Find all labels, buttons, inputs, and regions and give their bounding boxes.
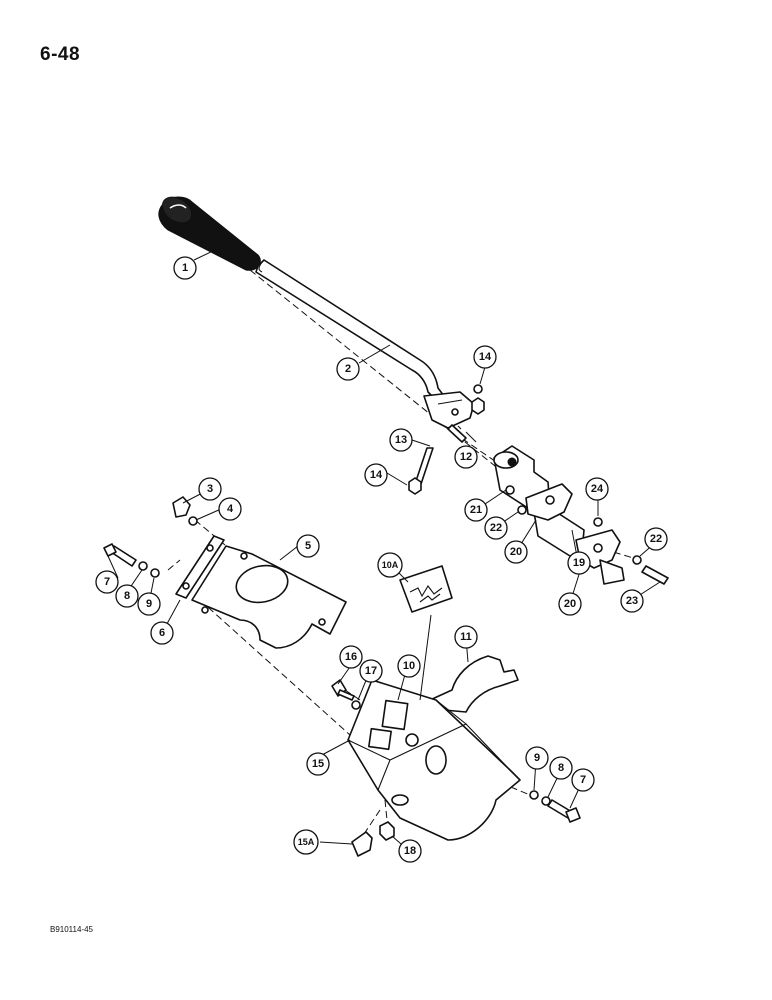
svg-text:21: 21 — [470, 504, 482, 516]
callout-15: 15 — [306, 752, 330, 776]
callout-21: 21 — [464, 498, 488, 522]
shift-lever — [255, 259, 475, 429]
svg-text:9: 9 — [534, 752, 540, 764]
svg-text:2: 2 — [345, 363, 351, 375]
svg-text:23: 23 — [626, 595, 638, 607]
callout-5: 5 — [296, 534, 320, 558]
svg-text:10: 10 — [403, 660, 415, 672]
callout-11: 11 — [454, 625, 478, 649]
callout-10: 10 — [397, 654, 421, 678]
svg-text:13: 13 — [395, 434, 407, 446]
svg-text:22: 22 — [490, 522, 502, 534]
callout-23: 23 — [620, 589, 644, 613]
callout-15a: 15A — [293, 829, 319, 855]
pivot-assembly — [493, 445, 669, 585]
svg-text:8: 8 — [124, 590, 130, 602]
callout-22-right: 22 — [644, 527, 668, 551]
svg-text:1: 1 — [182, 262, 188, 274]
callout-9-left: 9 — [137, 592, 161, 616]
callout-2: 2 — [336, 357, 360, 381]
callout-14-lower: 14 — [364, 463, 388, 487]
page-number: 6-48 — [40, 44, 81, 65]
svg-text:3: 3 — [207, 483, 213, 495]
housing-hardware — [331, 679, 395, 857]
svg-text:20: 20 — [564, 598, 576, 610]
decal — [399, 565, 453, 613]
callout-18: 18 — [398, 839, 422, 863]
svg-text:15A: 15A — [298, 837, 315, 847]
callout-6: 6 — [150, 621, 174, 645]
callout-20-lower: 20 — [558, 592, 582, 616]
svg-text:15: 15 — [312, 758, 324, 770]
strap-clamp — [429, 655, 519, 713]
callout-7-left: 7 — [95, 570, 119, 594]
callout-bubbles: 1 2 3 4 5 6 7 8 9 10 10A 11 12 13 14 14 … — [95, 256, 668, 863]
callout-19: 19 — [567, 551, 591, 575]
callout-16: 16 — [339, 645, 363, 669]
callout-22-left: 22 — [484, 516, 508, 540]
callout-17: 17 — [359, 659, 383, 683]
bracket-bolt-hardware — [172, 496, 198, 526]
svg-text:4: 4 — [227, 503, 234, 515]
svg-text:9: 9 — [146, 598, 152, 610]
callout-12: 12 — [454, 445, 478, 469]
svg-text:18: 18 — [404, 845, 416, 857]
callout-3: 3 — [198, 477, 222, 501]
callout-10a: 10A — [377, 552, 403, 578]
callout-7-right: 7 — [571, 768, 595, 792]
callout-24: 24 — [585, 477, 609, 501]
svg-text:14: 14 — [370, 469, 383, 481]
callout-4: 4 — [218, 497, 242, 521]
svg-text:24: 24 — [591, 483, 604, 495]
callout-14-top: 14 — [473, 345, 497, 369]
right-bolt-set — [529, 790, 581, 823]
svg-text:17: 17 — [365, 665, 377, 677]
svg-text:12: 12 — [460, 451, 472, 463]
figure-id: B910114-45 — [50, 925, 93, 934]
svg-text:16: 16 — [345, 651, 357, 663]
svg-text:5: 5 — [305, 540, 311, 552]
callout-8-left: 8 — [115, 584, 139, 608]
svg-text:20: 20 — [510, 546, 522, 558]
svg-text:10A: 10A — [382, 560, 399, 570]
svg-text:14: 14 — [479, 351, 492, 363]
callout-9-right: 9 — [525, 746, 549, 770]
svg-text:11: 11 — [460, 631, 472, 643]
callout-13: 13 — [389, 428, 413, 452]
callout-1: 1 — [173, 256, 197, 280]
svg-text:6: 6 — [159, 627, 165, 639]
svg-text:22: 22 — [650, 533, 662, 545]
left-bolt-set — [103, 543, 160, 578]
lever-hardware — [408, 384, 485, 495]
shifter-housing — [347, 679, 521, 841]
svg-text:19: 19 — [573, 557, 585, 569]
callout-20-upper: 20 — [504, 540, 528, 564]
svg-text:7: 7 — [104, 576, 110, 588]
svg-text:8: 8 — [558, 762, 564, 774]
callout-8-right: 8 — [549, 756, 573, 780]
shift-knob — [158, 196, 261, 271]
svg-text:7: 7 — [580, 774, 586, 786]
mounting-plate — [175, 535, 347, 649]
